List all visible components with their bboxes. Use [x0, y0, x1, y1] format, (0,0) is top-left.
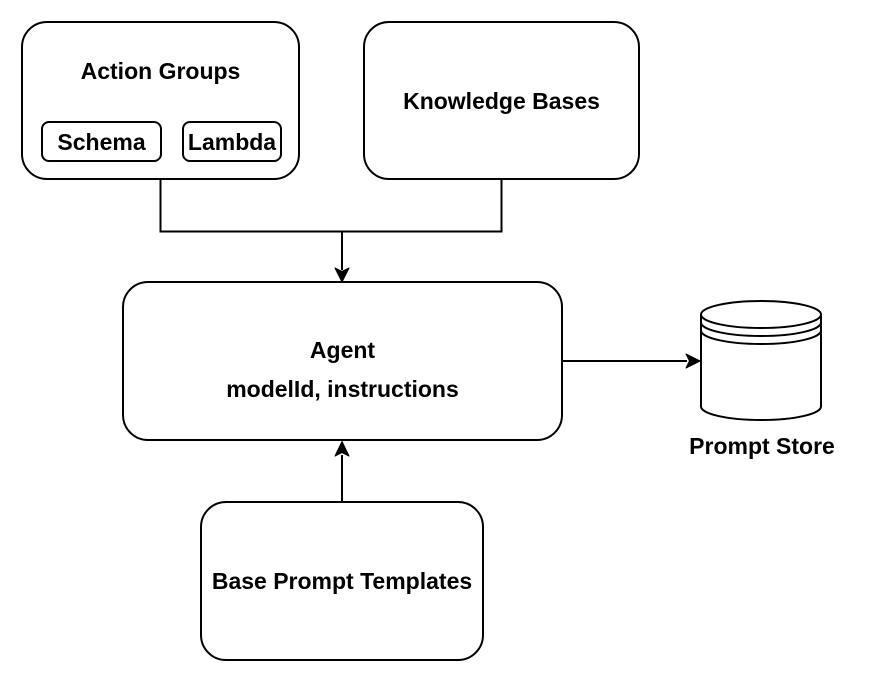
arrowhead-up-icon: [334, 441, 350, 457]
node-lambda: Lambda: [182, 121, 282, 162]
cylinder-body: [700, 314, 822, 421]
cylinder-disk-arc-1: [700, 322, 822, 337]
arrowhead-right-icon: [685, 353, 701, 369]
node-base-prompt-templates: Base Prompt Templates: [200, 501, 484, 661]
database-cylinder-icon: [700, 300, 822, 421]
agent-text-block: Agent modelId, instructions: [124, 283, 561, 439]
arrowhead-down-icon: [334, 267, 350, 283]
cylinder-disk-arc-2: [700, 330, 822, 345]
merge-connector-line: [159, 179, 503, 233]
prompt-store-label: Prompt Store: [689, 433, 835, 459]
knowledge-bases-label: Knowledge Bases: [403, 87, 600, 114]
node-agent: Agent modelId, instructions: [122, 281, 563, 441]
agent-title: Agent: [309, 336, 376, 363]
node-action-groups: Action Groups Schema Lambda: [21, 21, 300, 180]
cylinder-top-ellipse: [700, 300, 822, 329]
agent-subtitle: modelId, instructions: [226, 375, 459, 402]
schema-label: Schema: [57, 128, 146, 155]
lambda-label: Lambda: [187, 128, 277, 155]
node-schema: Schema: [41, 121, 162, 162]
action-groups-label: Action Groups: [80, 58, 241, 84]
node-knowledge-bases: Knowledge Bases: [363, 21, 640, 180]
base-prompt-templates-label: Base Prompt Templates: [211, 568, 473, 594]
